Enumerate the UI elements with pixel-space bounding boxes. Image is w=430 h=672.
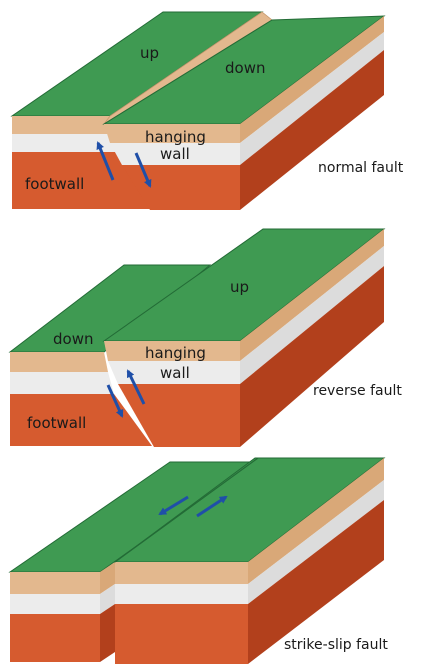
hangingwall-down-arrow: [134, 152, 152, 188]
hangingwall-side-white: [240, 32, 384, 165]
strike-slip-fault-block: strike-slip fault: [8, 457, 388, 664]
strikeslip-fault-face-rock: [100, 604, 115, 662]
strikeslip-right-front-rock: [115, 604, 248, 664]
hangingwall-front-tan: [104, 124, 240, 143]
strikeslip-right-front-white: [115, 584, 248, 604]
label-up: up: [140, 44, 159, 62]
label-hanging: hanging: [145, 344, 206, 362]
caption-reverse-fault: reverse fault: [313, 383, 402, 399]
hangingwall-side-tan: [240, 16, 384, 143]
footwall-front-rock: [12, 152, 150, 209]
strikeslip-left-front-rock: [10, 614, 100, 662]
label-hanging: hanging: [145, 128, 206, 146]
footwall-up-arrow: [96, 141, 115, 181]
caption-strike-slip-fault: strike-slip fault: [284, 637, 388, 653]
reverse-hangingwall-side-white: [240, 246, 384, 384]
footwall-front-tan: [12, 116, 114, 134]
reverse-hangingwall-up-arrow: [126, 369, 146, 405]
normal-fault-block: up down hanging wall footwall normal fau…: [10, 11, 404, 210]
label-wall: wall: [160, 145, 190, 163]
reverse-hangingwall-side-rock: [240, 266, 384, 447]
strikeslip-left-arrow: [158, 495, 189, 516]
label-down: down: [225, 59, 265, 77]
reverse-hangingwall-side-tan: [240, 229, 384, 361]
strikeslip-left-front-white: [10, 594, 100, 614]
reverse-hangingwall-front-tan: [104, 341, 240, 361]
strikeslip-right-arrow: [196, 495, 228, 518]
reverse-hangingwall-front-rock: [118, 384, 240, 447]
hangingwall-front-white: [110, 143, 240, 165]
hangingwall-front-rock: [122, 165, 240, 210]
label-footwall: footwall: [27, 414, 86, 432]
footwall-front-white: [12, 134, 118, 152]
reverse-footwall-front-tan: [10, 352, 108, 372]
label-footwall: footwall: [25, 175, 84, 193]
strikeslip-fault-face-tan: [100, 562, 115, 594]
caption-normal-fault: normal fault: [318, 160, 404, 176]
label-down: down: [53, 330, 93, 348]
strikeslip-right-side-tan: [248, 458, 384, 584]
reverse-fault-block: down up hanging wall footwall reverse fa…: [8, 228, 402, 447]
reverse-hangingwall-front-white: [108, 361, 240, 384]
strikeslip-fault-trace: [114, 457, 259, 563]
strikeslip-right-side-rock: [248, 500, 384, 664]
strikeslip-left-front-tan: [10, 572, 100, 594]
label-wall: wall: [160, 364, 190, 382]
reverse-footwall-down-arrow: [106, 384, 124, 418]
hangingwall-side-rock: [240, 50, 384, 210]
strikeslip-right-front-tan: [115, 562, 248, 584]
label-up: up: [230, 278, 249, 296]
reverse-footwall-front-white: [10, 372, 114, 394]
strikeslip-right-side-white: [248, 480, 384, 604]
